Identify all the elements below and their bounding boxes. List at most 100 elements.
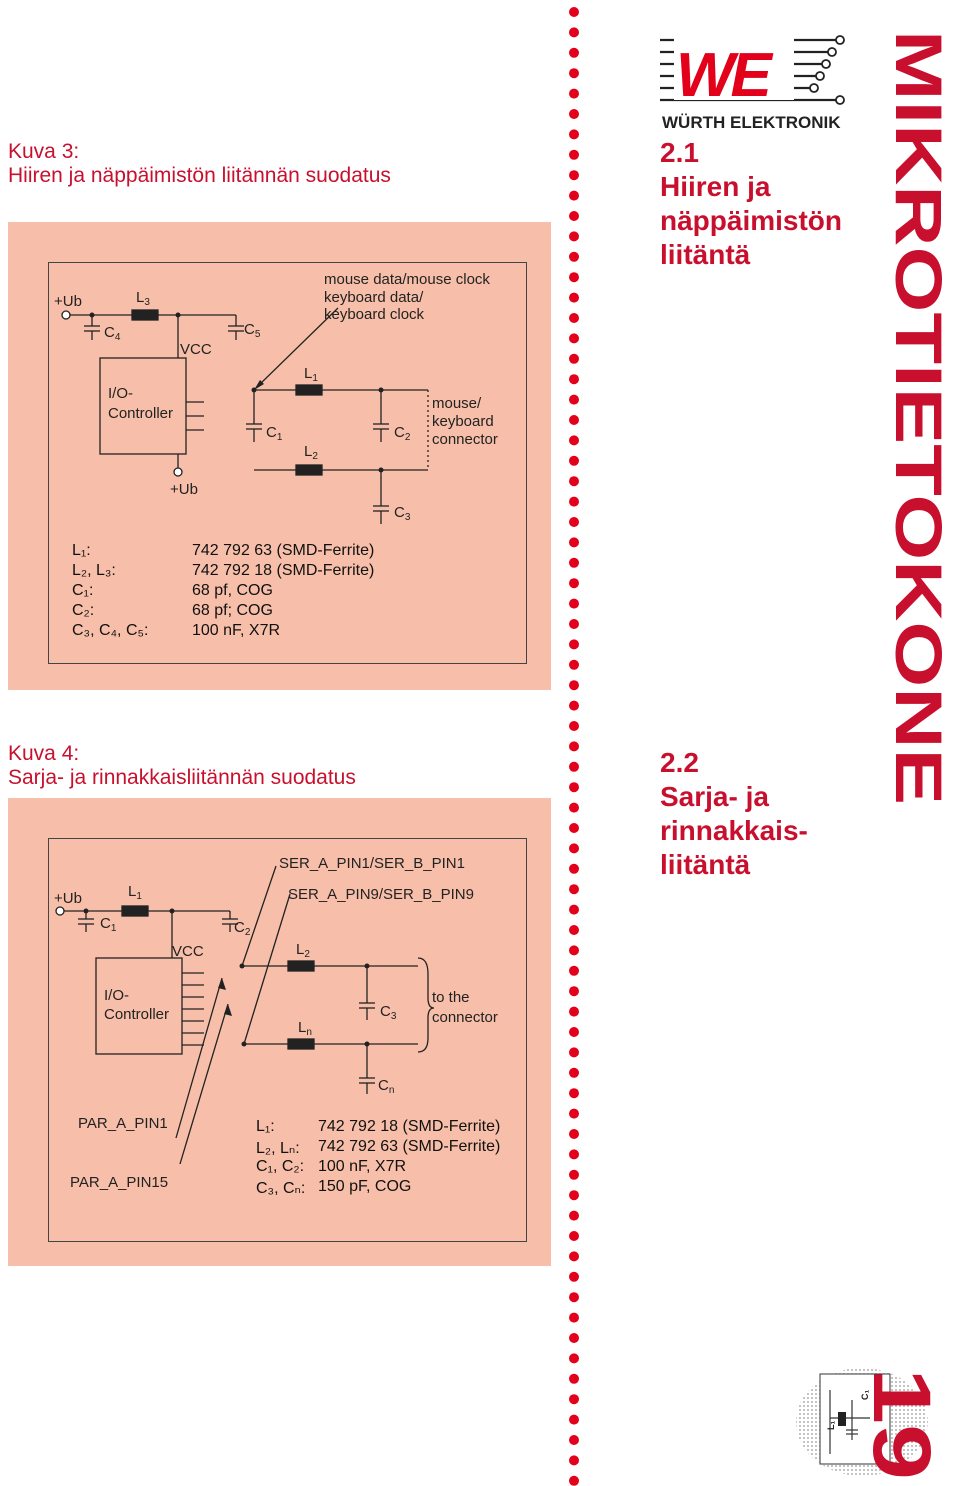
section-2-1-line1: Hiiren ja <box>660 171 771 202</box>
divider-dot <box>569 823 579 833</box>
figure4-c3-label: C3 <box>380 1003 397 1022</box>
divider-dot <box>569 639 579 650</box>
divider-dot <box>569 965 579 976</box>
part-name: L₁: <box>256 1118 275 1135</box>
part-value: 742 792 18 (SMD-Ferrite) <box>318 1118 501 1135</box>
divider-dot <box>569 863 579 874</box>
part-value: 742 792 63 (SMD-Ferrite) <box>192 542 375 559</box>
divider-dot <box>569 1108 579 1119</box>
figure3-frame <box>48 262 527 664</box>
figure3-c4-label: C4 <box>104 324 121 343</box>
figure3-c1-label: C1 <box>266 424 283 443</box>
figure3-io-label-2: Controller <box>108 405 173 422</box>
divider-dot <box>569 1373 579 1384</box>
part-value: 150 pF, COG <box>318 1178 412 1195</box>
divider-dot <box>569 1312 579 1323</box>
divider-dot <box>569 109 579 119</box>
part-name: L₂, L₃: <box>72 562 116 579</box>
divider-dot <box>569 374 579 385</box>
divider-dot <box>569 476 579 487</box>
figure3-l1-label: L1 <box>304 365 318 384</box>
divider-dot <box>569 802 579 813</box>
divider-dot <box>569 190 579 201</box>
divider-dot <box>569 537 579 548</box>
figure4-l1-label: L1 <box>128 883 142 902</box>
divider-dot <box>569 986 579 997</box>
figure3-part-row: L₁: <box>72 542 91 560</box>
divider-dot <box>569 721 579 731</box>
figure4-io-controller-box <box>95 957 183 1055</box>
divider-dot <box>569 1027 579 1037</box>
divider-dot <box>569 1435 579 1445</box>
corner-thumb-label-l: L₁ <box>826 1421 836 1430</box>
divider-dot <box>569 659 579 670</box>
wurth-logo-name: WÜRTH ELEKTRONIK <box>662 113 841 130</box>
figure3-c3-label: C3 <box>394 504 411 523</box>
figure3-l2-label: L2 <box>304 443 318 462</box>
figure4-c2-label: C2 <box>234 919 251 938</box>
divider-dot <box>569 170 579 181</box>
divider-dot <box>569 1006 579 1017</box>
divider-dot <box>569 1169 579 1180</box>
section-2-2-number: 2.2 <box>660 747 699 778</box>
figure3-vcc-label: VCC <box>180 341 212 358</box>
side-title: MIKROTIETOKONE <box>884 30 954 805</box>
figure4-ser9-label: SER_A_PIN9/SER_B_PIN9 <box>288 886 474 903</box>
wurth-logo: WE WÜRTH ELEKTRONIK <box>660 35 845 130</box>
figure4-schematic: SER_A_PIN1/SER_B_PIN1 SER_A_PIN9/SER_B_P… <box>54 855 498 1191</box>
divider-dot <box>569 496 579 507</box>
figure3-caption-number: Kuva 3: <box>8 140 80 163</box>
divider-dot <box>569 47 579 58</box>
part-name: C₃, C₄, C₅: <box>72 622 149 639</box>
divider-dot <box>569 1190 579 1201</box>
part-value: 742 792 63 (SMD-Ferrite) <box>318 1138 501 1155</box>
divider-dot <box>569 455 579 466</box>
section-2-1-line3: liitäntä <box>660 239 751 270</box>
divider-dot <box>569 1251 579 1262</box>
figure3-connector-label-3: connector <box>432 431 498 448</box>
figure3-connector-label-2: keyboard <box>432 413 494 430</box>
part-name: L₁: <box>72 542 91 559</box>
divider-dot <box>569 884 579 895</box>
divider-dot <box>569 1210 579 1221</box>
divider-dot <box>569 700 579 711</box>
divider-dot <box>569 1292 579 1303</box>
divider-dot <box>569 945 579 956</box>
page-number: 19 <box>856 1368 947 1480</box>
divider-dot <box>569 517 579 527</box>
figure3-signal-label-2: keyboard data/ <box>324 289 424 306</box>
divider-dot <box>569 557 579 568</box>
figure4-l2-label: L2 <box>296 941 310 960</box>
section-2-1-heading: 2.1 Hiiren ja näppäimistön liitäntä <box>660 136 880 272</box>
figure3-ub-top-label: +Ub <box>54 293 82 310</box>
figure4-part-value: 150 pF, COG <box>318 1178 411 1196</box>
figure4-cn-label: Cn <box>378 1077 394 1096</box>
divider-dot <box>569 761 579 772</box>
part-value: 742 792 18 (SMD-Ferrite) <box>192 562 375 579</box>
divider-dot <box>569 1475 579 1486</box>
figure4-panel: SER_A_PIN1/SER_B_PIN1 SER_A_PIN9/SER_B_P… <box>8 798 551 1266</box>
figure4-connector-label-1: to the <box>432 989 470 1006</box>
divider-dot <box>569 1353 579 1364</box>
divider-dot <box>569 1231 579 1241</box>
figure4-par15-label: PAR_A_PIN15 <box>70 1174 168 1191</box>
section-2-1-number: 2.1 <box>660 137 699 168</box>
divider-dot <box>569 68 579 79</box>
divider-dot <box>569 619 579 629</box>
figure4-ln-inductor <box>287 1038 315 1050</box>
figure3-c5-label: C5 <box>244 321 261 340</box>
figure4-caption-title: Sarja- ja rinnakkaisliitännän suodatus <box>8 766 356 789</box>
divider-dot <box>569 1088 579 1099</box>
side-title-text: MIKROTIETOKONE <box>884 30 954 805</box>
figure3-part-row: C₂: <box>72 602 94 620</box>
divider-dot <box>569 149 579 160</box>
divider-dot <box>569 843 579 854</box>
part-name: C₃, Cₙ: <box>256 1180 306 1197</box>
section-2-1-line2: näppäimistön <box>660 205 843 236</box>
section-2-2-line1: Sarja- ja <box>660 781 769 812</box>
divider-dot <box>569 1394 579 1405</box>
figure3-panel: +Ub L3 C4 VCC C5 I/O- Controller +Ub L1 … <box>8 222 551 690</box>
divider-dot <box>569 925 579 935</box>
part-name: C₁: <box>72 582 94 599</box>
divider-dot <box>569 578 579 589</box>
